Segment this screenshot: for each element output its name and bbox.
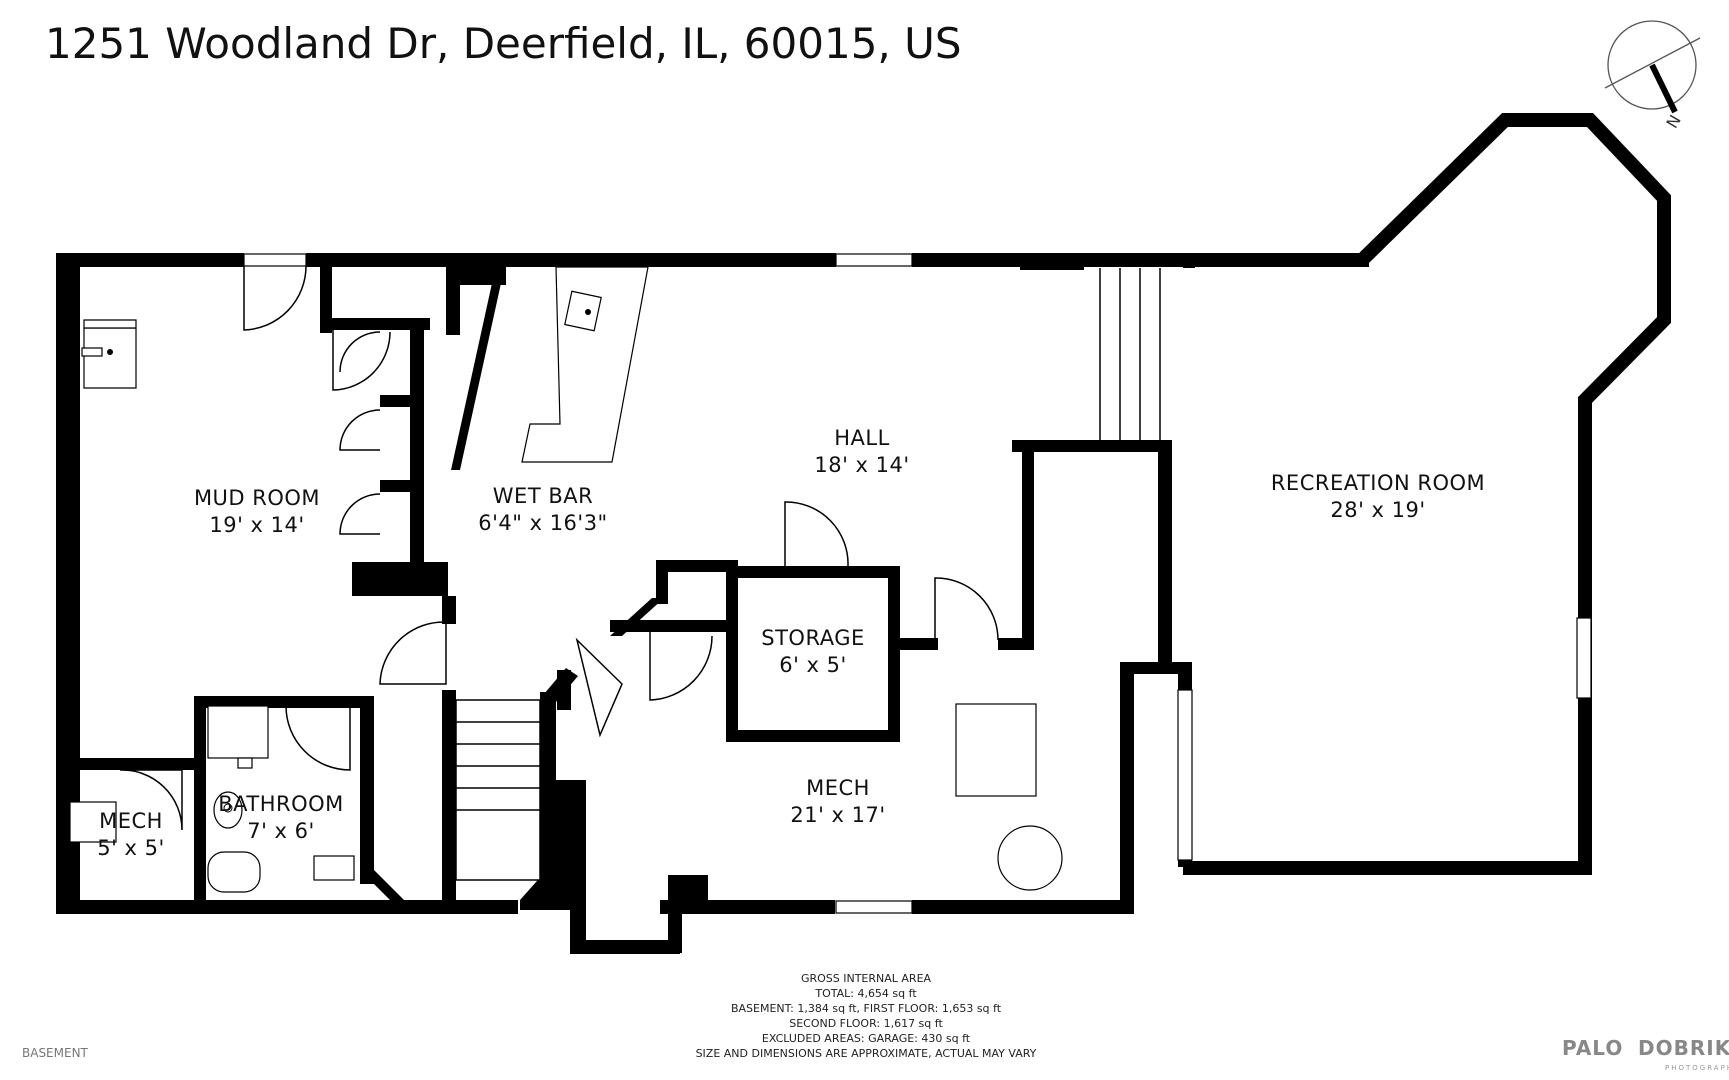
room-name-hall: HALL (834, 426, 890, 450)
room-name-recreation-room: RECREATION ROOM (1271, 471, 1485, 495)
room-name-bathroom: BATHROOM (218, 792, 344, 816)
stairs-recreation (1099, 268, 1161, 440)
room-name-mech-large: MECH (806, 776, 870, 800)
brand-logo: PALO DOBRIK PHOTOGRAPHY (1562, 1036, 1729, 1072)
area-disclaimer: SIZE AND DIMENSIONS ARE APPROXIMATE, ACT… (696, 1047, 1037, 1060)
room-name-mud-room: MUD ROOM (194, 486, 320, 510)
room-labels: MUD ROOM 19' x 14' WET BAR 6'4" x 16'3" … (97, 426, 1485, 860)
room-name-mech-small: MECH (99, 809, 163, 833)
fixtures (69, 266, 1063, 893)
room-dims-storage: 6' x 5' (779, 653, 847, 677)
floor-label: BASEMENT (22, 1046, 89, 1060)
windows (243, 253, 1592, 914)
area-excluded: EXCLUDED AREAS: GARAGE: 430 sq ft (762, 1032, 971, 1045)
brand-left: PALO (1562, 1036, 1623, 1060)
interior-walls (56, 253, 1192, 914)
doors (119, 265, 999, 831)
stairs-main (455, 699, 541, 881)
area-second: SECOND FLOOR: 1,617 sq ft (789, 1017, 943, 1030)
area-basement-first: BASEMENT: 1,384 sq ft, FIRST FLOOR: 1,65… (731, 1002, 1002, 1015)
brand-right: DOBRIK (1638, 1036, 1729, 1060)
room-name-storage: STORAGE (761, 626, 864, 650)
room-dims-mech-small: 5' x 5' (97, 836, 165, 860)
area-summary: GROSS INTERNAL AREA TOTAL: 4,654 sq ft B… (696, 972, 1037, 1060)
room-name-wet-bar: WET BAR (493, 484, 593, 508)
page-title: 1251 Woodland Dr, Deerfield, IL, 60015, … (45, 19, 962, 68)
area-total: TOTAL: 4,654 sq ft (814, 987, 917, 1000)
brand-sub: PHOTOGRAPHY (1665, 1064, 1729, 1072)
room-dims-wet-bar: 6'4" x 16'3" (478, 511, 607, 535)
compass-label: N (1662, 112, 1684, 132)
room-dims-bathroom: 7' x 6' (247, 819, 315, 843)
room-dims-mud-room: 19' x 14' (209, 513, 304, 537)
compass-icon: N (1604, 20, 1701, 132)
room-dims-hall: 18' x 14' (814, 453, 909, 477)
room-dims-recreation-room: 28' x 19' (1330, 498, 1425, 522)
outer-walls (56, 113, 1671, 954)
area-heading: GROSS INTERNAL AREA (801, 972, 932, 985)
room-dims-mech-large: 21' x 17' (790, 803, 885, 827)
